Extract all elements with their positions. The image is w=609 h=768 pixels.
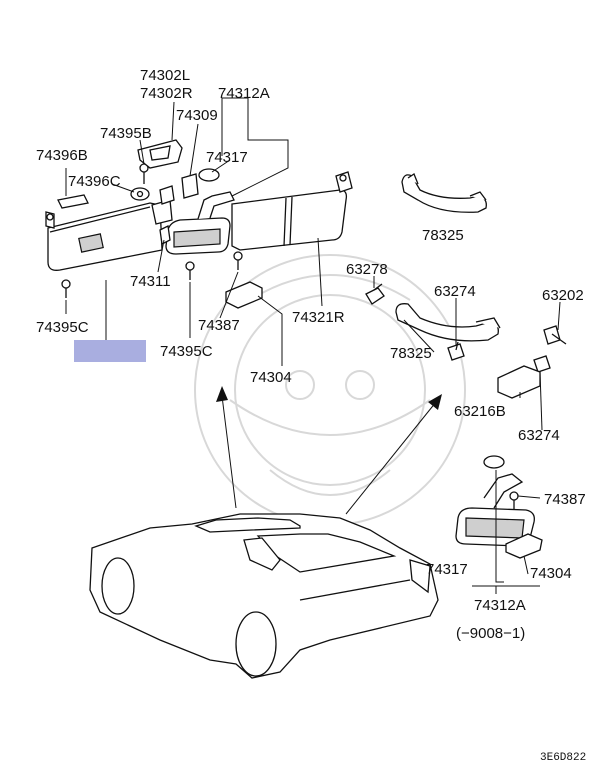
label-78325-top: 78325 [422,227,464,244]
label-78325-bottom: 78325 [390,345,432,362]
highlight-box [74,340,146,362]
mirror-bracket-74304-bottom[interactable] [505,533,543,559]
clip-63202[interactable] [543,325,567,345]
clip-74311[interactable] [159,225,171,245]
assist-grip-78325-bottom[interactable] [395,303,501,342]
visor-holder-74396c[interactable] [130,187,150,201]
rearview-mirror-74312a-bottom[interactable] [455,507,535,547]
sun-visor-right[interactable] [231,171,353,251]
mirror-cover-74317-bottom[interactable] [483,455,505,469]
grip-cap-63278[interactable] [365,283,385,305]
label-74387-bottom: 74387 [544,491,586,508]
label-74317-top: 74317 [206,149,248,166]
label-74396c: 74396C [68,173,121,190]
label-63274-top: 63274 [434,283,476,300]
visor-bracket-74302[interactable] [137,139,183,169]
screw-74387-top[interactable] [233,251,243,270]
bracket-63216b[interactable] [497,365,541,399]
clip-63274-top[interactable] [447,341,465,361]
rearview-mirror-74312a-top[interactable] [165,191,235,255]
label-63216b: 63216B [454,403,506,420]
label-74317-bottom: 74317 [426,561,468,578]
label-74312a-top: 74312A [218,85,270,102]
mirror-cover-74317-top[interactable] [198,168,220,182]
label-74302r: 74302R [140,85,193,102]
screw-74395b[interactable] [139,163,149,184]
arrow-up-center [216,386,237,509]
arrow-up-right [345,394,442,515]
note-date-range: (−9008−1) [456,625,525,642]
mirror-stay[interactable] [483,473,524,509]
assist-grip-78325-top[interactable] [401,173,487,213]
label-74311: 74311 [130,273,171,290]
label-74396b: 74396B [36,147,88,164]
label-74309: 74309 [176,107,218,124]
label-74304-bottom: 74304 [530,565,572,582]
screw-74395c-mid[interactable] [185,261,195,280]
label-74321r: 74321R [292,309,345,326]
label-74302l: 74302L [140,67,190,84]
label-74395c-mid: 74395C [160,343,213,360]
screw-74395c-left[interactable] [61,279,71,298]
label-63274-bottom: 63274 [518,427,560,444]
label-74304-top: 74304 [250,369,292,386]
label-74395b: 74395B [100,125,152,142]
clip-63274-bottom[interactable] [533,355,551,373]
sun-visor-left[interactable] [45,202,163,271]
label-74312a-bottom: 74312A [474,597,526,614]
mirror-bracket-74304-top[interactable] [225,281,263,309]
label-74395c-left: 74395C [36,319,89,336]
visor-pivot[interactable] [151,185,175,225]
visor-hinge-74309[interactable] [181,173,199,199]
label-74387-top: 74387 [198,317,240,334]
car-outline [89,513,439,679]
label-63202: 63202 [542,287,584,304]
leader-lines [65,97,561,594]
screw-74387-bottom[interactable] [509,491,519,510]
label-63278: 63278 [346,261,388,278]
visor-clip-74396b[interactable] [57,194,89,209]
diagram-code: 3E6D822 [540,752,586,764]
